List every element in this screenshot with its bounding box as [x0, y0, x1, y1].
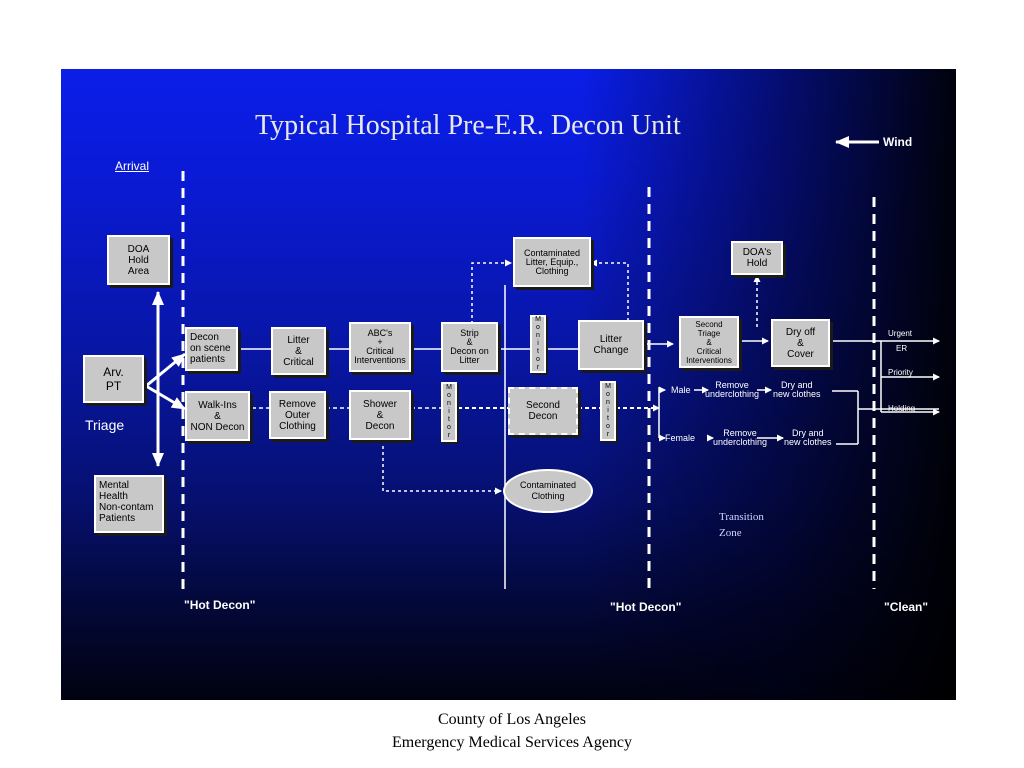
remove-underclothing-male: Remove underclothing [705, 380, 760, 399]
abcs-critical-box: ABC's + Critical Interventions [349, 322, 411, 372]
male-label: Male [671, 385, 691, 395]
hot-decon-right-label: "Hot Decon" [610, 600, 682, 614]
hot-decon-left-label: "Hot Decon" [184, 598, 256, 612]
output-priority: Priority [888, 368, 913, 377]
clean-label: "Clean" [884, 600, 929, 614]
doa-hold-area-box: DOA Hold Area [107, 235, 170, 285]
output-er: ER [896, 344, 908, 353]
transition-zone-label: Transition Zone [719, 511, 764, 539]
footer-line-1: County of Los Angeles [438, 711, 586, 728]
litter-change-box: Litter Change [578, 320, 644, 370]
strip-decon-litter-box: Strip & Decon on Litter [441, 322, 498, 372]
dry-new-clothes-male: Dry and new clothes [773, 380, 821, 399]
output-holding: Holding [888, 404, 916, 413]
triage-label: Triage [85, 417, 125, 433]
shower-decon-box: Shower & Decon [349, 390, 411, 440]
contaminated-litter-box: Contaminated Litter, Equip., Clothing [513, 237, 591, 287]
wind-label: Wind [883, 135, 913, 149]
contaminated-clothing-oval: Contaminated Clothing [503, 469, 593, 513]
walkins-box: Walk-Ins & NON Decon [185, 391, 250, 441]
diagram-panel: Typical Hospital Pre-E.R. Decon Unit Win… [61, 69, 956, 700]
second-decon-box: Second Decon [508, 387, 578, 435]
arrival-label: Arrival [115, 159, 150, 173]
diagram-title: Typical Hospital Pre-E.R. Decon Unit [255, 110, 681, 141]
flow-connectors [145, 136, 940, 589]
dry-off-cover-box: Dry off & Cover [771, 319, 830, 367]
footer: County of Los Angeles Emergency Medical … [0, 708, 1024, 754]
litter-critical-box: Litter & Critical [271, 327, 326, 375]
doas-hold-box: DOA's Hold [731, 241, 783, 275]
mental-health-box: Mental Health Non-contam Patients [94, 475, 164, 533]
female-label: Female [665, 433, 696, 443]
output-urgent: Urgent [888, 329, 913, 338]
remove-outer-clothing-box: Remove Outer Clothing [269, 391, 326, 439]
arv-pt-box: Arv. PT [83, 355, 144, 403]
remove-underclothing-female: Remove underclothing [713, 428, 768, 447]
second-triage-box: Second Triage & Critical Interventions [679, 316, 739, 368]
footer-line-2: Emergency Medical Services Agency [391, 734, 633, 751]
decon-on-scene-box: Decon on scene patients [185, 327, 238, 371]
dry-new-clothes-female: Dry and new clothes [784, 428, 832, 447]
